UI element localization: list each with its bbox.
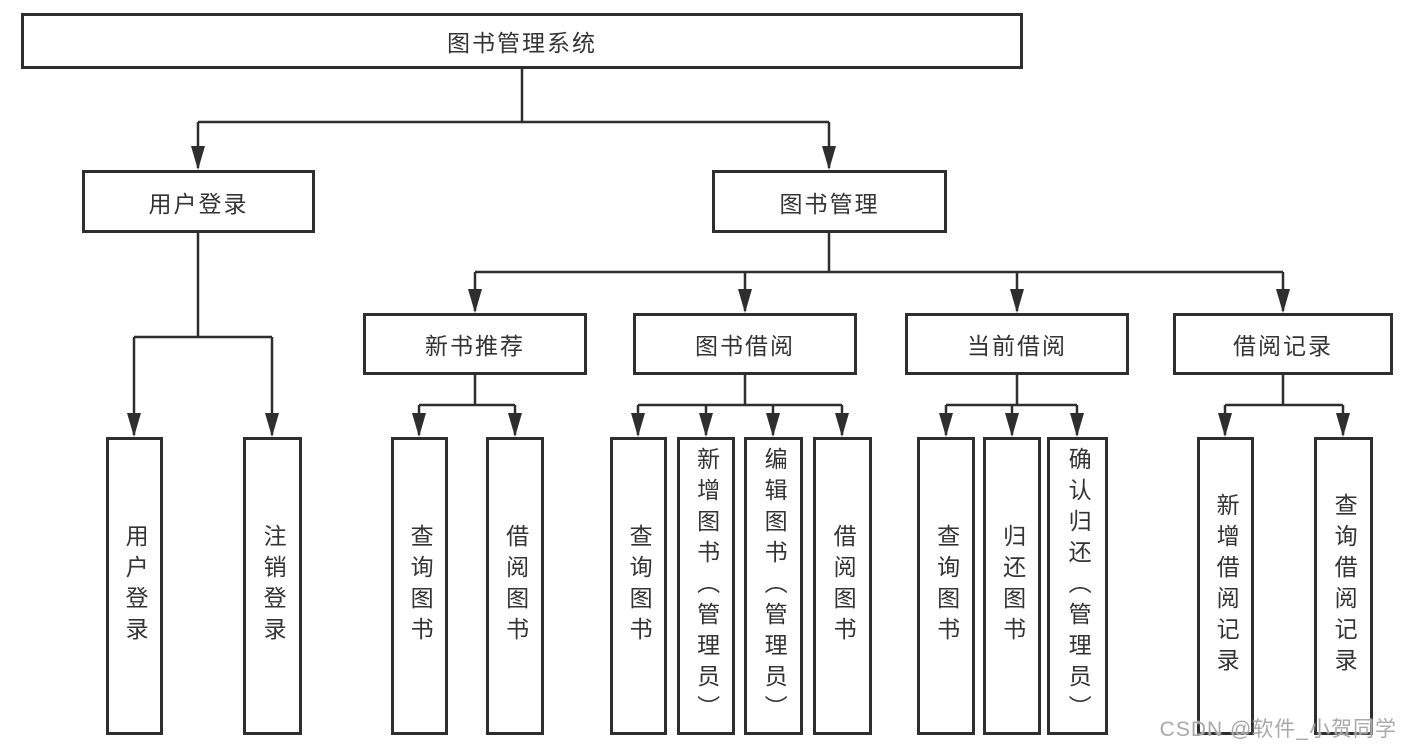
leaf-borrow-edit-books-admin-label: 编辑图书（管理员） bbox=[761, 446, 788, 726]
node-book-management-label: 图书管理 bbox=[779, 190, 880, 217]
leaf-borrow-query-books-label: 查询图书 bbox=[626, 524, 653, 648]
node-root-label: 图书管理系统 bbox=[447, 30, 597, 56]
node-new-book-recommend: 新书推荐 bbox=[363, 313, 587, 375]
leaf-current-query-books: 查询图书 bbox=[917, 437, 975, 735]
leaf-current-return-books-label: 归还图书 bbox=[999, 524, 1026, 648]
node-borrow-records: 借阅记录 bbox=[1173, 313, 1393, 375]
node-book-management: 图书管理 bbox=[712, 170, 947, 233]
leaf-user-login: 用户登录 bbox=[106, 437, 163, 735]
node-user-login-label: 用户登录 bbox=[148, 190, 249, 217]
watermark: CSDN @软件_小贺同学 bbox=[1159, 718, 1397, 741]
leaf-current-return-books: 归还图书 bbox=[983, 437, 1041, 735]
leaf-current-confirm-return-admin-label: 确认归还（管理员） bbox=[1065, 446, 1092, 726]
leaf-records-add-borrow-record: 新增借阅记录 bbox=[1197, 437, 1254, 735]
node-borrow-records-label: 借阅记录 bbox=[1233, 333, 1333, 359]
leaf-records-add-borrow-record-label: 新增借阅记录 bbox=[1213, 493, 1240, 679]
node-current-borrow: 当前借阅 bbox=[905, 313, 1129, 375]
leaf-borrow-add-books-admin: 新增图书（管理员） bbox=[677, 437, 735, 735]
leaf-borrow-query-books: 查询图书 bbox=[610, 437, 667, 735]
leaf-borrow-borrow-books: 借阅图书 bbox=[813, 437, 872, 735]
leaf-newbook-borrow-books: 借阅图书 bbox=[486, 437, 544, 735]
node-user-login: 用户登录 bbox=[82, 170, 315, 233]
node-root: 图书管理系统 bbox=[21, 13, 1023, 69]
leaf-newbook-borrow-books-label: 借阅图书 bbox=[502, 524, 529, 648]
connector-paths bbox=[132, 69, 1345, 435]
leaf-logout-label: 注销登录 bbox=[260, 524, 287, 648]
leaf-newbook-query-books-label: 查询图书 bbox=[407, 524, 434, 648]
leaf-records-query-borrow-record-label: 查询借阅记录 bbox=[1331, 493, 1358, 679]
leaf-current-query-books-label: 查询图书 bbox=[933, 524, 960, 648]
leaf-logout: 注销登录 bbox=[243, 437, 302, 735]
node-book-borrow: 图书借阅 bbox=[633, 313, 857, 375]
node-current-borrow-label: 当前借阅 bbox=[967, 333, 1067, 359]
leaf-user-login-label: 用户登录 bbox=[122, 524, 149, 648]
leaf-newbook-query-books: 查询图书 bbox=[391, 437, 448, 735]
leaf-borrow-edit-books-admin: 编辑图书（管理员） bbox=[744, 437, 803, 735]
leaf-current-confirm-return-admin: 确认归还（管理员） bbox=[1047, 437, 1108, 735]
node-book-borrow-label: 图书借阅 bbox=[695, 333, 795, 359]
leaf-borrow-add-books-admin-label: 新增图书（管理员） bbox=[693, 446, 720, 726]
leaf-borrow-borrow-books-label: 借阅图书 bbox=[830, 524, 857, 648]
node-new-book-recommend-label: 新书推荐 bbox=[425, 333, 525, 359]
leaf-records-query-borrow-record: 查询借阅记录 bbox=[1314, 437, 1373, 735]
